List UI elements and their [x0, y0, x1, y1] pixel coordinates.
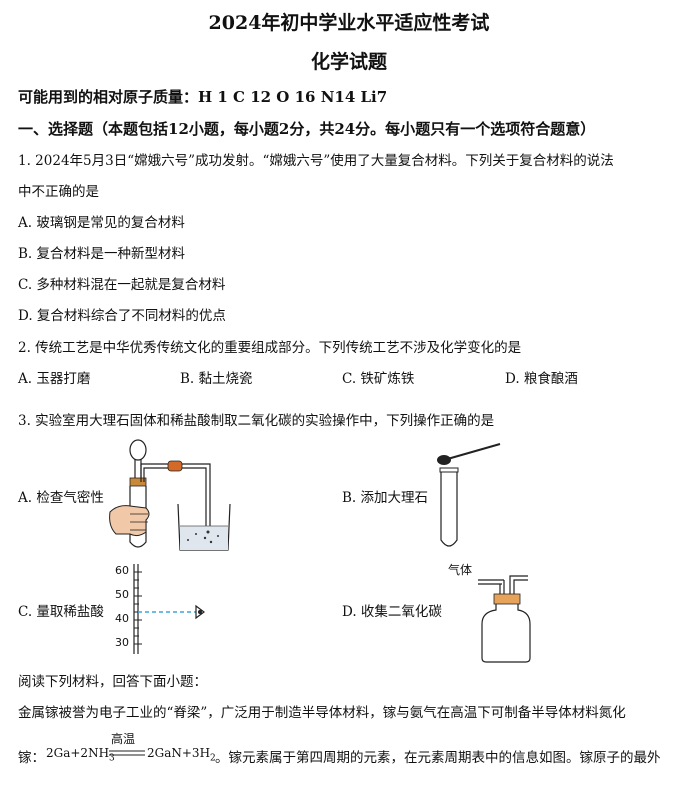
cylinder-tick-40: 40 — [115, 612, 129, 625]
q3-option-a: A. 检查气密性 — [18, 490, 104, 506]
q2-option-a: A. 玉器打磨 — [18, 371, 91, 387]
gas-label: 气体 — [448, 563, 473, 577]
reading-intro: 阅读下列材料，回答下面小题： — [18, 674, 207, 690]
q3-stem: 3. 实验室用大理石固体和稀盐酸制取二氧化碳的实验操作中，下列操作正确的是 — [18, 413, 495, 429]
cylinder-tick-50: 50 — [115, 588, 129, 601]
q3-option-b: B. 添加大理石 — [342, 490, 429, 506]
q1-option-b: B. 复合材料是一种新型材料 — [18, 246, 186, 262]
cylinder-tick-60: 60 — [115, 564, 129, 577]
equation-condition: 高温 — [111, 732, 136, 746]
section-heading: 一、选择题（本题包括12小题，每小题2分，共24分。每小题只有一个选项符合题意） — [18, 120, 596, 138]
add-marble-figure — [437, 443, 501, 547]
q3-option-c: C. 量取稀盐酸 — [18, 604, 104, 620]
cylinder-tick-30: 30 — [115, 636, 129, 649]
page-title: 2024年初中学业水平适应性考试 — [208, 12, 490, 34]
q2-option-b: B. 黏土烧瓷 — [180, 371, 253, 387]
q2-option-d: D. 粮食酿酒 — [505, 371, 578, 387]
graduated-cylinder-figure — [133, 564, 205, 654]
equation-double-line — [109, 750, 145, 756]
q2-stem: 2. 传统工艺是中华优秀传统文化的重要组成部分。下列传统工艺不涉及化学变化的是 — [18, 340, 522, 356]
page-subtitle: 化学试题 — [310, 51, 387, 73]
q1-stem-line2: 中不正确的是 — [18, 184, 99, 200]
gas-collection-figure — [478, 575, 531, 663]
q1-option-a: A. 玻璃钢是常见的复合材料 — [18, 215, 185, 231]
equation-right: 2GaN+3H2 — [147, 746, 216, 764]
q1-stem-line1: 1. 2024年5月3日“嫦娥六号”成功发射。“嫦娥六号”使用了大量复合材料。下… — [18, 153, 614, 169]
q3-option-d: D. 收集二氧化碳 — [342, 604, 442, 620]
reading-line1: 金属镓被誉为电子工业的“脊梁”，广泛用于制造半导体材料，镓与氨气在高温下可制备半… — [18, 705, 626, 721]
q1-option-c: C. 多种材料混在一起就是复合材料 — [18, 277, 226, 293]
equation-left: 2Ga+2NH3 — [46, 746, 115, 764]
reading-line2-start: 镓： — [18, 750, 45, 766]
airtightness-apparatus-figure — [109, 439, 231, 551]
reading-line2-end: 。镓元素属于第四周期的元素，在元素周期表中的信息如图。镓原子的最外 — [215, 750, 661, 766]
atomic-mass-note: 可能用到的相对原子质量：H 1 C 12 O 16 N14 Li7 — [18, 88, 388, 106]
q2-option-c: C. 铁矿炼铁 — [342, 371, 415, 387]
q1-option-d: D. 复合材料综合了不同材料的优点 — [18, 308, 226, 324]
